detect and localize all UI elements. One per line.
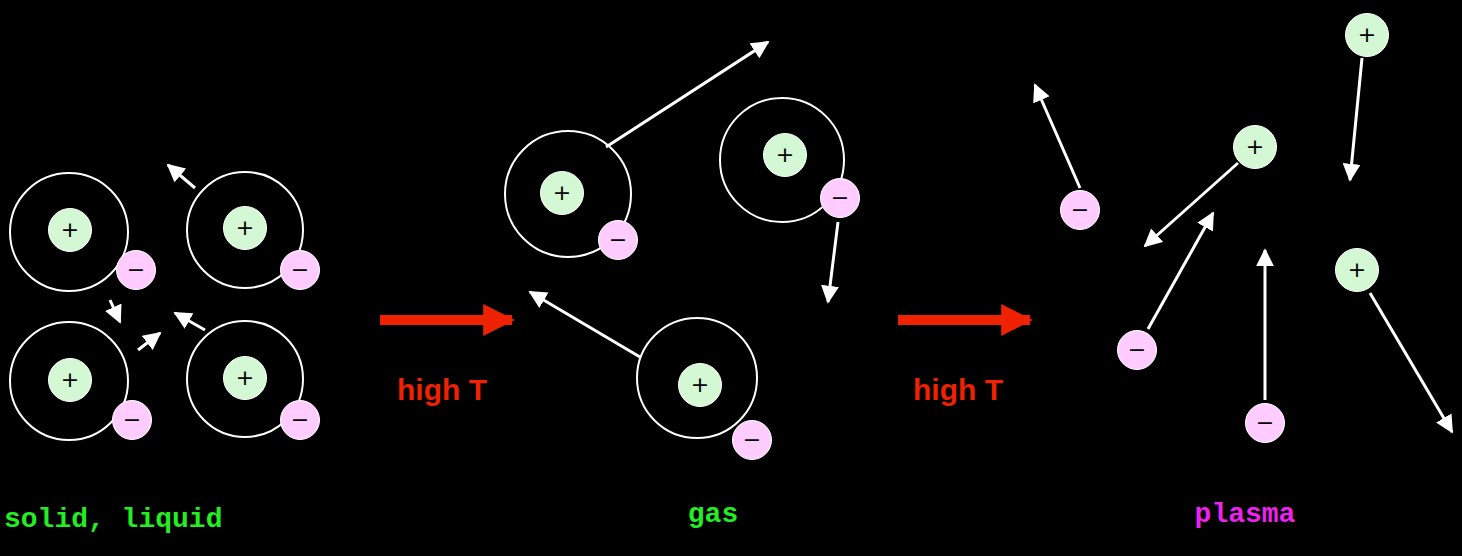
nucleus-circle: + bbox=[1335, 248, 1379, 292]
electron-circle: − bbox=[116, 250, 156, 290]
nucleus-circle: + bbox=[1233, 125, 1277, 169]
charge-sign: − bbox=[609, 229, 627, 251]
atom-ring bbox=[10, 98, 844, 440]
electron-circle: − bbox=[1060, 190, 1100, 230]
charge-sign: − bbox=[291, 259, 309, 281]
charge-sign: − bbox=[291, 409, 309, 431]
charge-sign: − bbox=[123, 409, 141, 431]
charge-sign: + bbox=[776, 144, 794, 166]
nucleus-circle: + bbox=[48, 208, 92, 252]
nucleus-circle: + bbox=[1345, 13, 1389, 57]
heating-arrow bbox=[380, 315, 1030, 325]
charge-sign: − bbox=[127, 259, 145, 281]
charge-sign: + bbox=[236, 217, 254, 239]
charge-sign: − bbox=[1256, 412, 1274, 434]
electron-circle: − bbox=[598, 220, 638, 260]
electron-circle: − bbox=[280, 250, 320, 290]
charge-sign: + bbox=[61, 219, 79, 241]
nucleus-circle: + bbox=[223, 356, 267, 400]
nucleus-circle: + bbox=[223, 206, 267, 250]
charge-sign: + bbox=[1246, 136, 1264, 158]
electron-circle: − bbox=[280, 400, 320, 440]
condition-label: high T bbox=[913, 375, 1003, 405]
electron-circle: − bbox=[732, 420, 772, 460]
electron-circle: − bbox=[112, 400, 152, 440]
charge-sign: − bbox=[831, 187, 849, 209]
charge-sign: − bbox=[743, 429, 761, 451]
charge-sign: − bbox=[1128, 339, 1146, 361]
electron-circle: − bbox=[1117, 330, 1157, 370]
state-name: plasma bbox=[1195, 501, 1296, 529]
state-name: gas bbox=[688, 501, 738, 529]
nucleus-circle: + bbox=[763, 133, 807, 177]
charge-sign: + bbox=[553, 182, 571, 204]
charge-sign: + bbox=[1348, 259, 1366, 281]
charge-sign: + bbox=[1358, 24, 1376, 46]
nucleus-circle: + bbox=[48, 358, 92, 402]
charge-sign: + bbox=[236, 367, 254, 389]
nucleus-circle: + bbox=[540, 171, 584, 215]
electron-circle: − bbox=[820, 178, 860, 218]
charge-sign: + bbox=[61, 369, 79, 391]
state-name: solid, liquid bbox=[4, 506, 222, 534]
condition-label: high T bbox=[397, 375, 487, 405]
charge-sign: − bbox=[1071, 199, 1089, 221]
motion-arrow bbox=[110, 42, 1452, 432]
charge-sign: + bbox=[691, 374, 709, 396]
electron-circle: − bbox=[1245, 403, 1285, 443]
nucleus-circle: + bbox=[678, 363, 722, 407]
